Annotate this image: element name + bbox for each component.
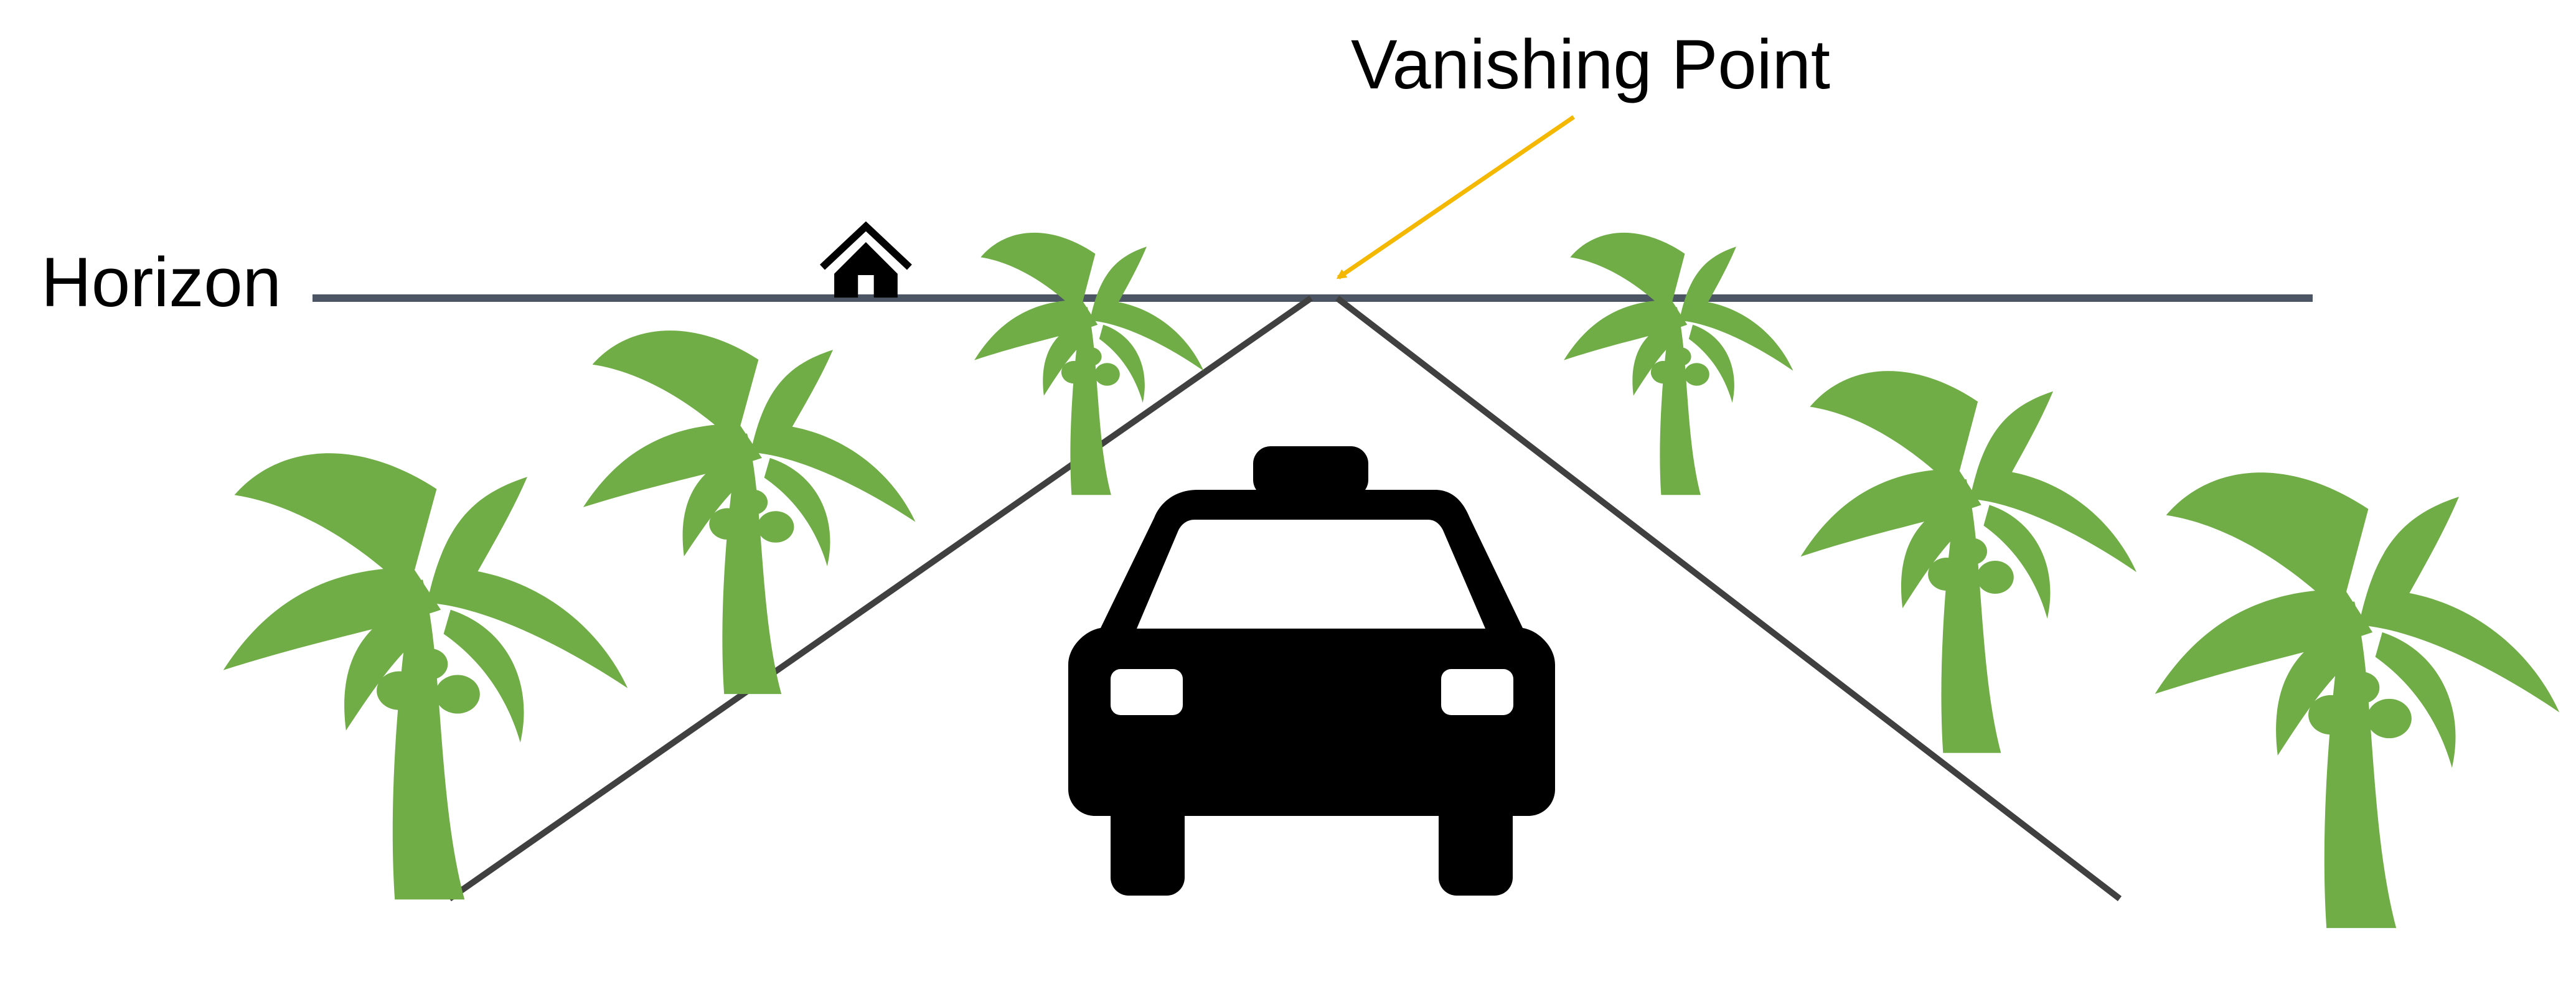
house-icon — [820, 221, 912, 298]
horizon-label: Horizon — [41, 243, 281, 321]
vanishing-point-label: Vanishing Point — [1351, 26, 1830, 103]
palm-tree-icon — [974, 232, 1204, 495]
palm-tree-icon — [1564, 232, 1793, 495]
palm-tree-icon — [583, 330, 916, 695]
palm-tree-icon — [2155, 472, 2560, 929]
vanishing-point-arrow — [1336, 115, 1575, 279]
palm-tree-icon — [223, 453, 628, 900]
road-edge-left — [448, 295, 1313, 902]
car-icon — [1068, 446, 1555, 896]
road-edge-right — [1335, 296, 2122, 901]
